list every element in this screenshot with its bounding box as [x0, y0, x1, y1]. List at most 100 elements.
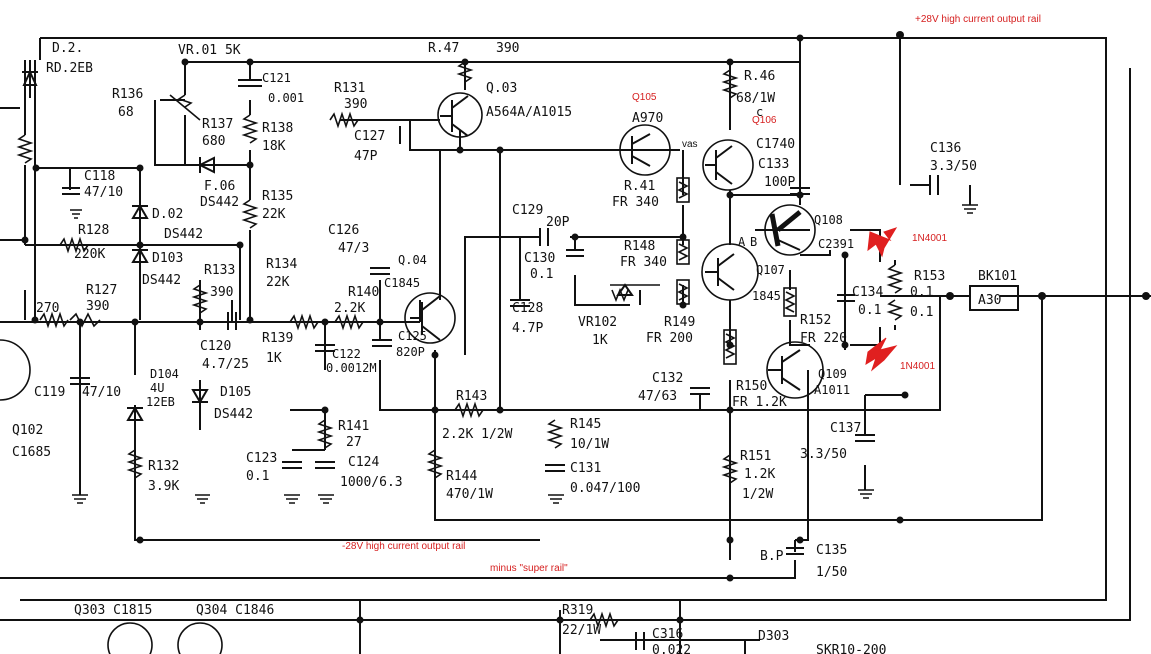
transistors [0, 92, 824, 654]
label-d104-val2: 12EB [146, 395, 175, 409]
label-c126-val: 47/3 [338, 241, 369, 256]
label-d104: D104 [150, 367, 179, 381]
label-c132-val: 47/63 [638, 389, 677, 404]
resistor-r151 [721, 454, 739, 484]
label-r138-val: 18K [262, 139, 286, 154]
label-ds442-a: DS442 [200, 195, 239, 210]
label-c134: C134 [852, 285, 883, 300]
label-c129: C129 [512, 203, 543, 218]
transistor-q303 [107, 622, 153, 654]
label-r134-val: 22K [266, 275, 290, 290]
diode-mark-top [867, 227, 898, 258]
label-q102: Q102 [12, 423, 43, 438]
wiring [0, 37, 1151, 654]
diode-f106 [197, 156, 215, 174]
capacitor-c127 [399, 126, 411, 144]
label-q303: Q303 C1815 [74, 603, 152, 618]
label-d105: D105 [220, 385, 251, 400]
resistor-r144 [426, 449, 444, 479]
label-c125-val: 820P [396, 345, 425, 359]
resistor-r133 [191, 284, 209, 314]
resistor-r139 [289, 313, 319, 331]
label-c127: C127 [354, 129, 385, 144]
fusible-resistor-r149 [676, 279, 690, 305]
label-r131-val: 390 [344, 97, 367, 112]
label-r150: R150 [736, 379, 767, 394]
label-c131-val: 0.047/100 [570, 481, 640, 496]
transistor-q104 [404, 292, 456, 344]
label-c123-val: 0.1 [246, 469, 269, 484]
label-vr102-val: 1K [592, 333, 608, 348]
label-q106-part: C1740 [756, 137, 795, 152]
diode-mark-bottom [865, 337, 898, 372]
capacitor-c124 [315, 461, 335, 469]
label-r145-val: 10/1W [570, 437, 609, 452]
label-r151-val: 1.2K [744, 467, 775, 482]
label-r136: R136 [112, 87, 143, 102]
resistor-r143 [454, 401, 484, 419]
variable-resistors [169, 94, 660, 303]
capacitor-c122 [315, 344, 335, 352]
label-r270: 270 [36, 301, 59, 316]
transistor-q108 [764, 204, 816, 256]
capacitor-c134 [837, 294, 855, 302]
label-c118: C118 [84, 169, 115, 184]
capacitor-c126 [370, 267, 390, 275]
label-r145: R145 [570, 417, 601, 432]
label-c122: C122 [332, 347, 361, 361]
label-r133-val: 390 [210, 285, 233, 300]
annotation-vas: vas [682, 139, 698, 150]
label-r319-val: 22/1W [562, 623, 601, 638]
label-c128: C128 [512, 301, 543, 316]
label-mark-a: A [738, 235, 746, 249]
label-a30: A30 [978, 293, 1001, 308]
label-c118-val: 47/10 [84, 185, 123, 200]
resistor-r319 [589, 611, 619, 629]
label-c133-val: 100P [764, 175, 795, 190]
label-r143: R143 [456, 389, 487, 404]
resistor-r145 [546, 419, 564, 449]
label-q108-part: C2391 [818, 237, 854, 251]
label-q103-part: A564A/A1015 [486, 105, 572, 120]
resistor-r131 [329, 111, 359, 129]
annotation-q106: Q106 [752, 115, 777, 126]
label-r143-val: 2.2K 1/2W [442, 427, 513, 442]
capacitor-c120 [227, 312, 237, 330]
capacitor-c316 [635, 632, 645, 650]
capacitor-c123 [282, 461, 302, 469]
label-r136-val: 68 [118, 105, 134, 120]
label-c135-bp: B.P [760, 549, 784, 564]
capacitor-c128 [510, 299, 530, 307]
label-r127-val: 390 [86, 299, 109, 314]
resistor-r146 [721, 69, 739, 99]
label-mark-c: c [756, 105, 763, 119]
resistor-r138 [241, 114, 259, 144]
label-q104-part: C1845 [384, 276, 420, 290]
label-ds442-c: DS442 [142, 273, 181, 288]
breaker-bk101 [969, 285, 1019, 311]
resistor-r135 [241, 199, 259, 229]
label-r144: R144 [446, 469, 477, 484]
label-d103: D103 [152, 251, 183, 266]
label-r319: R319 [562, 603, 593, 618]
annotation-diode-top: 1N4001 [912, 233, 947, 244]
label-r141: R141 [338, 419, 369, 434]
label-r138: R138 [262, 121, 293, 136]
label-c135: C135 [816, 543, 847, 558]
resistor-r128 [59, 236, 89, 254]
capacitor-c133 [790, 187, 810, 195]
label-q304: Q304 C1846 [196, 603, 274, 618]
label-r137: R137 [202, 117, 233, 132]
label-c125: C125 [398, 329, 427, 343]
label-r128: R128 [78, 223, 109, 238]
label-c137: C137 [830, 421, 861, 436]
capacitor-c121 [238, 79, 262, 87]
fusible-resistor-r150 [723, 329, 737, 365]
label-vr102: VR102 [578, 315, 617, 330]
resistor-r153a [886, 264, 904, 294]
label-r132: R132 [148, 459, 179, 474]
label-r140: R140 [348, 285, 379, 300]
label-r140-val: 2.2K [334, 301, 365, 316]
annotation-minus-rail: -28V high current output rail [342, 541, 465, 552]
annotation-plus-rail: +28V high current output rail [915, 14, 1041, 25]
